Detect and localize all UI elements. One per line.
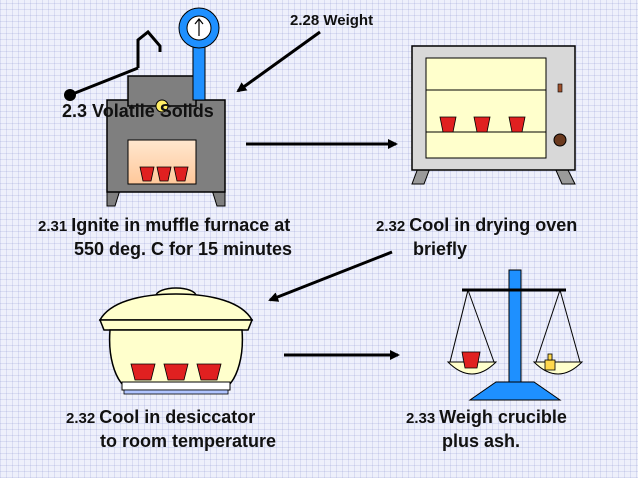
crucible xyxy=(196,363,222,381)
balance-column xyxy=(508,269,522,389)
gauge-needle-tip xyxy=(194,18,204,25)
pan-string xyxy=(535,289,561,363)
step-text: Ignite in muffle furnace at xyxy=(71,215,291,235)
oven-switch xyxy=(557,83,563,93)
crucible xyxy=(139,166,155,182)
crucible xyxy=(508,116,526,133)
weight-block-top xyxy=(547,353,553,361)
arrow-oven-to-desiccator xyxy=(268,250,393,302)
desiccator xyxy=(98,287,254,395)
desiccator-lid xyxy=(98,293,254,321)
step-text: Cool in desiccator xyxy=(99,407,256,427)
step-text: plus ash. xyxy=(442,431,521,451)
indicator-light xyxy=(155,99,169,113)
step-number: 2.33 xyxy=(406,410,436,427)
lever-hinge xyxy=(136,29,162,68)
step-number: 2.32 xyxy=(376,218,406,235)
label-weight: 2.28 Weight xyxy=(290,12,374,29)
desiccator-plate xyxy=(121,381,231,391)
step-text: Cool in drying oven xyxy=(409,215,578,235)
balance-scale xyxy=(446,269,584,401)
furnace-lever xyxy=(69,66,139,97)
oven-interior xyxy=(425,57,547,159)
pan-string xyxy=(449,289,469,363)
step-text: Weigh crucible xyxy=(439,407,567,427)
lever-knob xyxy=(64,89,76,101)
oven-knob xyxy=(553,133,567,147)
crucible xyxy=(439,116,457,133)
step-text: to room temperature xyxy=(100,431,277,451)
muffle-furnace xyxy=(64,7,226,207)
step-number: 2.31 xyxy=(38,218,68,235)
crucible xyxy=(173,166,189,182)
crucible xyxy=(156,166,172,182)
step-number: 2.32 xyxy=(66,410,96,427)
step-text: 550 deg. C for 15 minutes xyxy=(74,239,293,259)
drying-oven xyxy=(411,45,576,185)
crucible-on-pan xyxy=(461,351,481,369)
weight-block xyxy=(544,359,556,371)
crucible xyxy=(130,363,156,381)
desiccant-layer xyxy=(123,389,229,395)
right-pan xyxy=(532,361,584,375)
arrow-weight-to-furnace xyxy=(236,30,321,93)
label-volatile-solids: 2.3 Volatile Solids xyxy=(62,101,214,121)
crucible xyxy=(163,363,189,381)
step-text: briefly xyxy=(413,239,468,259)
crucible xyxy=(473,116,491,133)
balance-base xyxy=(468,381,562,401)
pan-string xyxy=(559,289,581,363)
desiccator-lid-rim xyxy=(98,319,254,331)
pan-string xyxy=(467,289,495,363)
